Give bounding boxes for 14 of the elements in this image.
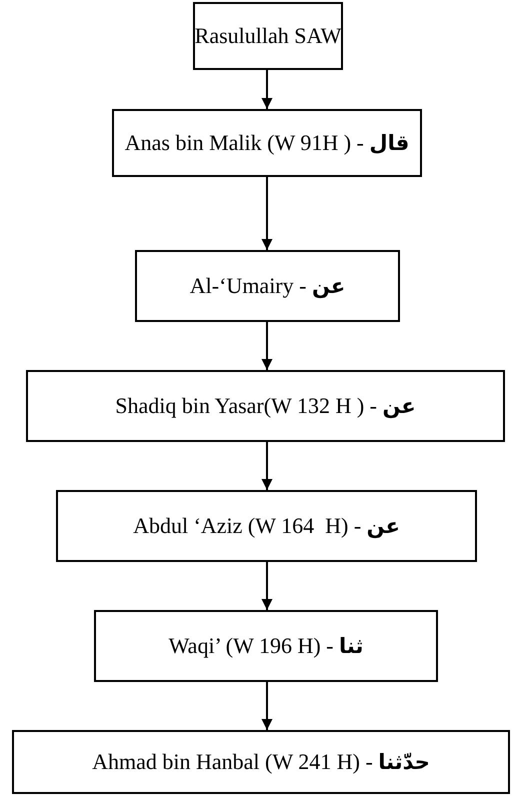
arrow	[262, 177, 272, 250]
narrator-box	[94, 610, 438, 682]
narrator-box	[112, 109, 422, 177]
arrow	[262, 562, 272, 610]
narrator-box	[193, 2, 343, 70]
narrator-box	[26, 370, 505, 442]
narrator-box	[56, 490, 477, 562]
narrator-name: Rasulullah SAW	[194, 23, 342, 49]
narrator-box	[12, 730, 510, 794]
arrow	[262, 70, 272, 109]
arrow	[262, 682, 272, 730]
arrow	[262, 322, 272, 370]
arrow	[262, 442, 272, 490]
narrator-box	[135, 250, 400, 322]
